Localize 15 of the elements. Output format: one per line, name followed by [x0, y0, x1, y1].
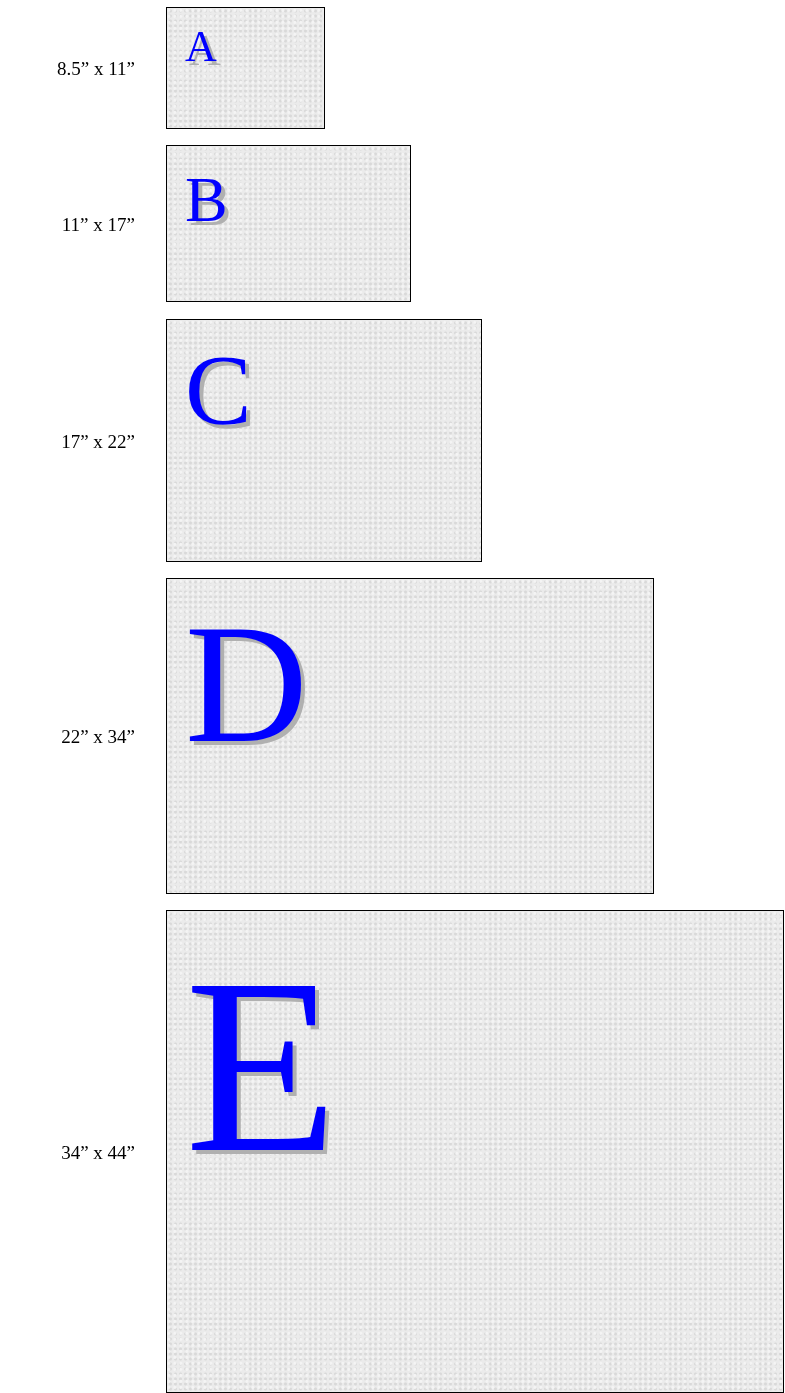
size-letter: E [185, 941, 338, 1191]
dimension-text: 34” x 44” [61, 1142, 135, 1161]
size-letter: A [185, 24, 217, 69]
dimension-text: 17” x 22” [61, 431, 135, 450]
size-letter: C [185, 340, 252, 440]
paper-sheet [166, 7, 325, 129]
size-letter: B [185, 168, 228, 233]
paper-sheet [166, 910, 784, 1393]
dimension-text: 8.5” x 11” [57, 58, 135, 78]
paper-sheet [166, 145, 411, 302]
paper-sheet [166, 319, 482, 562]
size-letter: D [185, 598, 308, 769]
dimension-text: 11” x 17” [61, 214, 135, 233]
paper-sheet [166, 578, 654, 894]
dimension-text: 22” x 34” [61, 726, 135, 746]
